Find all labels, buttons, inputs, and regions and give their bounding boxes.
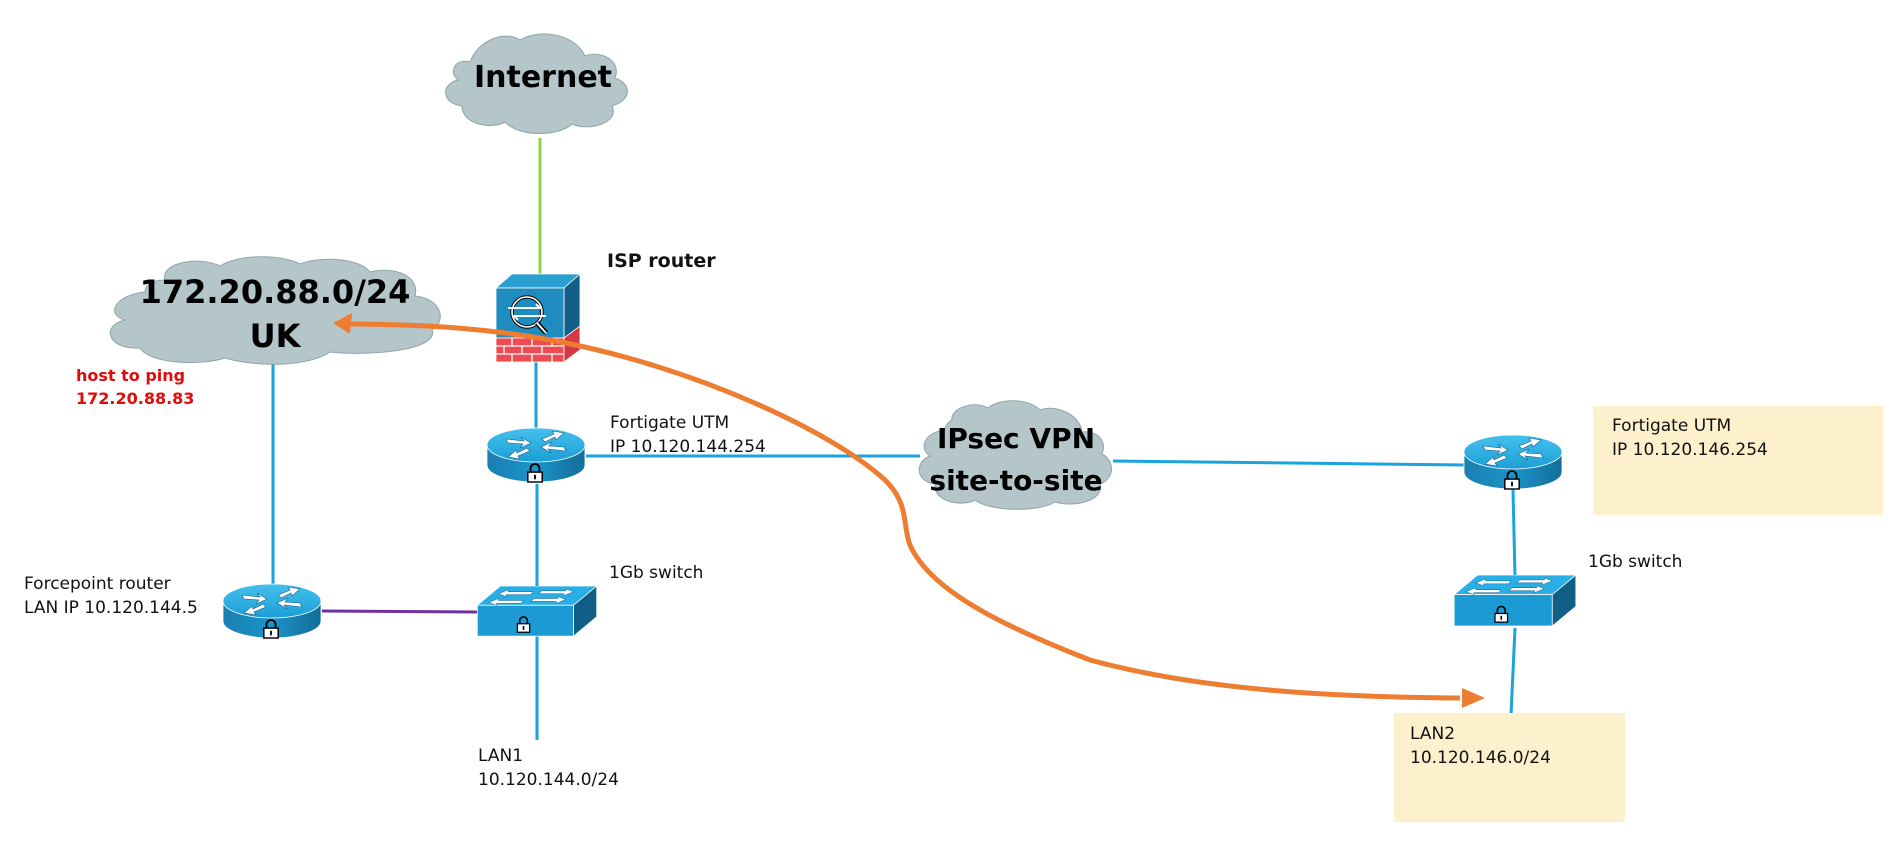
- host-to-ping-annotation: host to ping 172.20.88.83: [76, 364, 194, 410]
- fortigate-right-switch-link: [1511, 489, 1517, 578]
- fortigate-left-router-icon[interactable]: [487, 428, 585, 482]
- uk-subnet: 172.20.88.0/24: [139, 273, 411, 311]
- forcepoint-name: Forcepoint router: [24, 574, 171, 594]
- vpn-line1: IPsec VPN: [936, 422, 1096, 455]
- isp-router-icon[interactable]: [494, 273, 582, 363]
- switch-right-lan2-link: [1509, 627, 1517, 716]
- switch-left-label: 1Gb switch: [609, 563, 704, 583]
- host-to-ping-text: host to ping: [76, 366, 186, 385]
- fortigate-right-name: Fortigate UTM: [1612, 416, 1732, 436]
- arrowhead-lan2: [1462, 688, 1485, 708]
- lan2-name: LAN2: [1410, 724, 1456, 744]
- fortigate-right-note: [1593, 406, 1883, 515]
- vpn-line2: site-to-site: [929, 464, 1103, 497]
- lan1-label: LAN1 10.120.144.0/24: [478, 744, 619, 792]
- host-to-ping-ip: 172.20.88.83: [76, 389, 195, 408]
- fortigate-right-label: Fortigate UTM IP 10.120.146.254: [1612, 414, 1768, 462]
- fortigate-right-router-icon[interactable]: [1464, 435, 1562, 489]
- vpn-fortigate-right-link: [1112, 459, 1466, 467]
- vpn-cloud-label: IPsec VPN site-to-site: [920, 418, 1112, 502]
- switch-left-icon[interactable]: [477, 586, 596, 636]
- forcepoint-router-icon[interactable]: [223, 584, 321, 638]
- internet-cloud: [445, 33, 628, 134]
- traffic-path-arrow: [344, 321, 1461, 701]
- fortigate-left-ip: IP 10.120.144.254: [610, 437, 766, 457]
- switch-right-icon[interactable]: [1454, 575, 1576, 626]
- lan2-label: LAN2 10.120.146.0/24: [1410, 722, 1551, 770]
- fortigate-left-label: Fortigate UTM IP 10.120.144.254: [610, 411, 766, 459]
- lan1-name: LAN1: [478, 746, 524, 766]
- fortigate-right-ip: IP 10.120.146.254: [1612, 440, 1768, 460]
- forcepoint-label: Forcepoint router LAN IP 10.120.144.5: [24, 572, 198, 620]
- forcepoint-switch-link: [321, 609, 478, 614]
- uk-cloud-label: 172.20.88.0/24 UK: [130, 270, 420, 358]
- lan2-note: [1394, 713, 1625, 822]
- isp-router-label: ISP router: [607, 250, 716, 272]
- fortigate-left-name: Fortigate UTM: [610, 413, 730, 433]
- switch-right-label: 1Gb switch: [1588, 552, 1683, 572]
- internet-cloud-label: Internet: [473, 60, 613, 95]
- arrowhead-uk: [333, 313, 352, 334]
- uk-cloud: [109, 256, 441, 365]
- vpn-cloud: [918, 400, 1112, 510]
- uk-site-name: UK: [249, 317, 301, 355]
- forcepoint-ip: LAN IP 10.120.144.5: [24, 598, 198, 618]
- lan1-subnet: 10.120.144.0/24: [478, 770, 619, 790]
- lan2-subnet: 10.120.146.0/24: [1410, 748, 1551, 768]
